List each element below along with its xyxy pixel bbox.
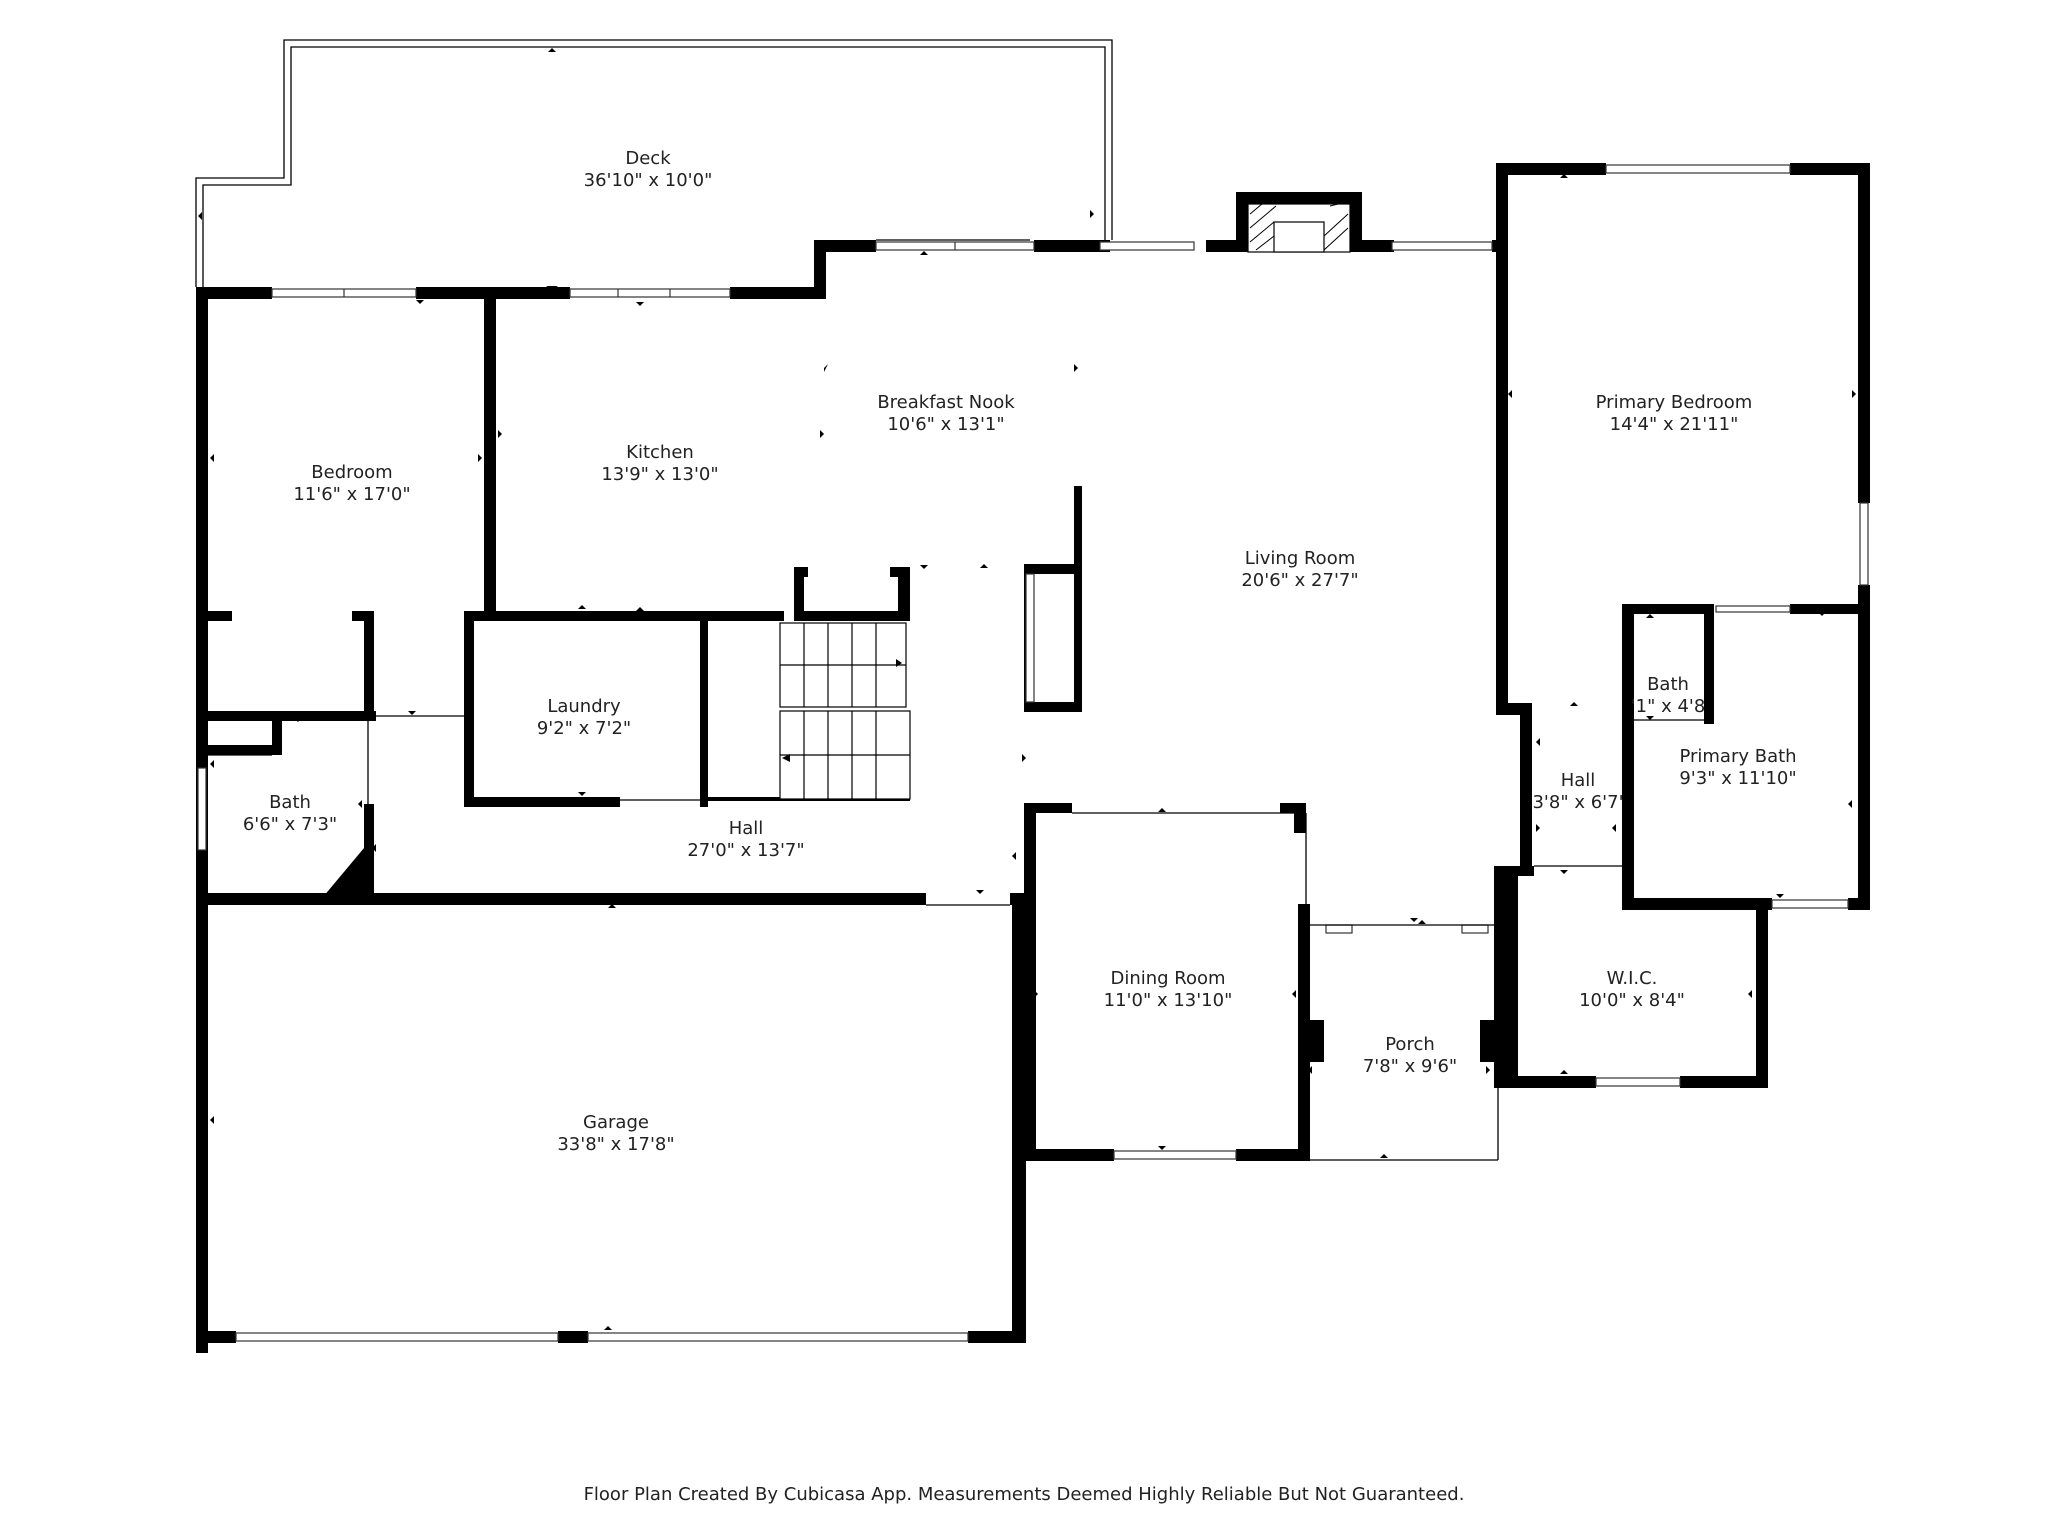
- deck-size: 36'10" x 10'0": [584, 170, 713, 191]
- bath-size: 6'6" x 7'3": [243, 814, 337, 835]
- dimension-ticks: [198, 48, 1856, 1330]
- hall-main-name: Hall: [729, 818, 764, 839]
- bedroom-size: 11'6" x 17'0": [293, 484, 410, 505]
- primary-bath-size: 9'3" x 11'10": [1679, 768, 1796, 789]
- stairs: [779, 622, 911, 800]
- living-room-size: 20'6" x 27'7": [1241, 570, 1358, 591]
- bath-small-name: Bath: [1647, 674, 1689, 695]
- bath-name: Bath: [269, 792, 311, 813]
- primary-bath-name: Primary Bath: [1679, 746, 1796, 767]
- primary-bedroom-size: 14'4" x 21'11": [1610, 414, 1739, 435]
- openings: [208, 239, 1704, 1161]
- breakfast-nook-name: Breakfast Nook: [877, 392, 1015, 413]
- primary-bedroom-name: Primary Bedroom: [1596, 392, 1753, 413]
- laundry-name: Laundry: [547, 696, 621, 717]
- windows: [197, 164, 1869, 1342]
- hall-main-size: 27'0" x 13'7": [687, 840, 804, 861]
- room-labels: Deck 36'10" x 10'0" Breakfast Nook 10'6"…: [243, 148, 1797, 1155]
- kitchen-name: Kitchen: [626, 442, 694, 463]
- deck-outline: [195, 39, 1113, 287]
- wic-size: 10'0" x 8'4": [1579, 990, 1685, 1011]
- hall-small-size: 3'8" x 6'7': [1532, 792, 1623, 813]
- footer-disclaimer: Floor Plan Created By Cubicasa App. Meas…: [583, 1484, 1465, 1505]
- porch-name: Porch: [1385, 1034, 1435, 1055]
- kitchen-size: 13'9" x 13'0": [601, 464, 718, 485]
- garage-name: Garage: [583, 1112, 649, 1133]
- porch-size: 7'8" x 9'6": [1363, 1056, 1457, 1077]
- laundry-size: 9'2" x 7'2": [537, 718, 631, 739]
- walls: [196, 163, 1870, 1353]
- fireplace: [1247, 203, 1351, 253]
- dining-room-size: 11'0" x 13'10": [1104, 990, 1233, 1011]
- wic-name: W.I.C.: [1607, 968, 1658, 989]
- deck-name: Deck: [625, 148, 671, 169]
- hall-small-name: Hall: [1561, 770, 1596, 791]
- garage-size: 33'8" x 17'8": [557, 1134, 674, 1155]
- bedroom-name: Bedroom: [311, 462, 392, 483]
- dining-room-name: Dining Room: [1110, 968, 1225, 989]
- living-room-name: Living Room: [1245, 548, 1356, 569]
- breakfast-nook-size: 10'6" x 13'1": [887, 414, 1004, 435]
- bath-small-size: '1" x 4'8: [1631, 696, 1706, 717]
